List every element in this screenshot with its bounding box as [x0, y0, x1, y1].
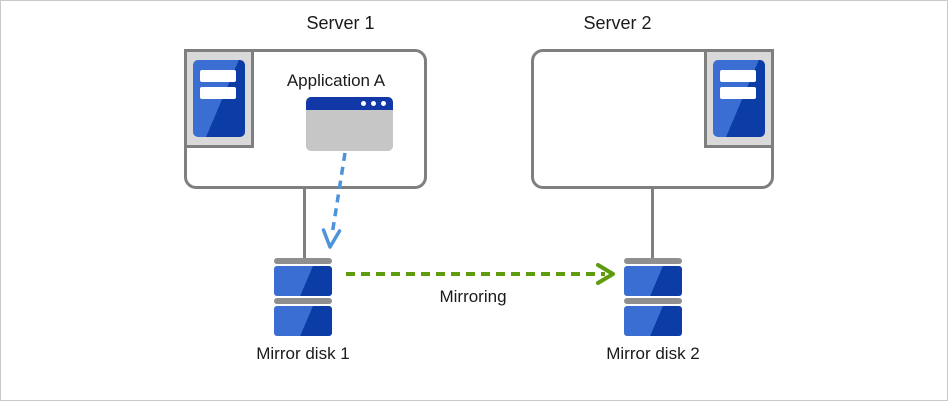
arrowhead-down-icon [321, 228, 342, 249]
server-slat-icon [200, 87, 236, 99]
mirror-disk1-icon [274, 258, 332, 338]
mirroring-arrow [346, 263, 615, 285]
mirroring-arrow-label: Mirroring [439, 287, 507, 306]
server-slat-icon [720, 87, 756, 99]
disk-block [624, 266, 682, 296]
disk-platter-bar [624, 258, 682, 264]
disk1-label: Mirror disk 1 [256, 344, 350, 363]
server2-title: Server 2 [583, 13, 652, 33]
disk-platter-bar [624, 298, 682, 304]
server-slat-icon [720, 70, 756, 82]
arrowhead-right-icon [596, 263, 615, 285]
titlebar-dot-icon [361, 101, 366, 106]
disk-platter-bar [274, 298, 332, 304]
disk-block [624, 306, 682, 336]
disk-platter-bar [274, 258, 332, 264]
disk-block [274, 306, 332, 336]
application-label: Application A [286, 71, 386, 90]
mirror-disk2-icon [624, 258, 682, 338]
server-slat-icon [200, 70, 236, 82]
server1-title: Server 1 [306, 13, 375, 33]
disk2-label: Mirror disk 2 [606, 344, 700, 363]
titlebar-dot-icon [371, 101, 376, 106]
titlebar-dot-icon [381, 101, 386, 106]
server1-disk1-connector-line [303, 188, 306, 259]
server2-server-icon [704, 49, 774, 148]
disk-block [274, 266, 332, 296]
server1-server-icon [184, 49, 254, 148]
server2-disk2-connector-line [651, 188, 654, 259]
app-window-titlebar [306, 97, 393, 110]
server-tower-icon [713, 60, 765, 137]
server-tower-icon [193, 60, 245, 137]
app-window-icon [306, 97, 393, 151]
app-window-body [306, 110, 393, 151]
